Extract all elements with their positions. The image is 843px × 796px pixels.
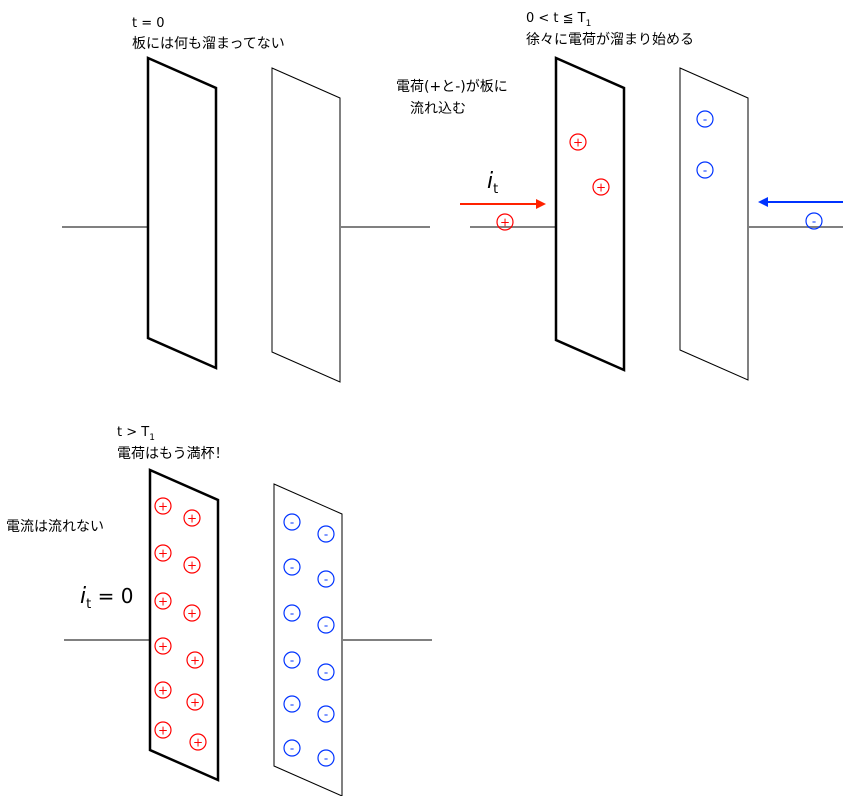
positive-charge: + — [186, 651, 204, 669]
negative-charge: - — [283, 695, 301, 713]
svg-text:+: + — [158, 547, 168, 561]
negative-charge: - — [317, 570, 335, 588]
svg-text:-: - — [812, 215, 816, 229]
svg-text:+: + — [158, 724, 168, 738]
svg-text:-: - — [324, 708, 328, 722]
positive-charge: + — [189, 733, 207, 751]
negative-charge: - — [696, 110, 714, 128]
svg-text:+: + — [187, 512, 197, 526]
panel2-condition: 0 < t ≦ T1 — [526, 11, 591, 29]
negative-charge: - — [317, 525, 335, 543]
svg-text:-: - — [324, 528, 328, 542]
negative-charge: - — [317, 616, 335, 634]
panel2-note-line2: 流れ込む — [410, 101, 466, 117]
panel3-condition: t > T1 — [117, 425, 155, 443]
svg-text:-: - — [290, 607, 294, 621]
svg-text:+: + — [193, 736, 203, 750]
left-plate — [146, 56, 218, 370]
positive-charge: + — [496, 213, 514, 231]
svg-text:-: - — [324, 666, 328, 680]
positive-charge: + — [154, 592, 172, 610]
positive-charge: + — [186, 693, 204, 711]
panel2-charges: + + + - - - — [496, 110, 823, 231]
svg-text:-: - — [324, 573, 328, 587]
svg-text:-: - — [290, 654, 294, 668]
svg-text:-: - — [290, 561, 294, 575]
svg-text:-: - — [703, 113, 707, 127]
panel3-description: 電荷はもう満杯！ — [117, 446, 229, 462]
svg-text:+: + — [158, 684, 168, 698]
svg-text:+: + — [158, 595, 168, 609]
svg-text:-: - — [290, 698, 294, 712]
svg-text:+: + — [187, 607, 197, 621]
panel2-description: 徐々に電荷が溜まり始める — [526, 32, 694, 48]
positive-current-arrowhead — [536, 199, 546, 209]
positive-charge: + — [569, 133, 587, 151]
negative-current-arrowhead — [758, 197, 768, 207]
panel1-condition: t = 0 — [132, 16, 165, 31]
panel3-current-label: it = 0 — [80, 584, 133, 612]
positive-charge: + — [154, 544, 172, 562]
svg-text:+: + — [187, 559, 197, 573]
negative-charge: - — [283, 604, 301, 622]
negative-charge: - — [805, 212, 823, 230]
panel3-note: 電流は流れない — [6, 519, 104, 535]
negative-charge: - — [317, 663, 335, 681]
left-plate — [148, 468, 220, 782]
svg-text:-: - — [290, 516, 294, 530]
negative-charge: - — [317, 705, 335, 723]
svg-text:-: - — [703, 164, 707, 178]
panel-full: t > T1 電荷はもう満杯！ 電流は流れない it = 0 +++++++++… — [6, 425, 432, 796]
panel2-current-label: it — [487, 169, 498, 197]
left-plate — [554, 56, 626, 372]
positive-charge: + — [154, 637, 172, 655]
panel1-description: 板には何も溜まってない — [132, 36, 285, 52]
right-plate — [679, 67, 749, 381]
panel2-note-line1: 電荷(+と-)が板に — [396, 79, 508, 95]
svg-text:+: + — [158, 640, 168, 654]
svg-text:+: + — [573, 136, 583, 150]
svg-text:-: - — [324, 619, 328, 633]
svg-text:+: + — [190, 654, 200, 668]
svg-text:+: + — [158, 500, 168, 514]
negative-charge: - — [283, 651, 301, 669]
negative-charge: - — [317, 749, 335, 767]
panel-t0: t = 0 板には何も溜まってない — [62, 16, 430, 383]
positive-charge: + — [154, 681, 172, 699]
svg-text:-: - — [290, 742, 294, 756]
positive-charge: + — [183, 556, 201, 574]
svg-text:+: + — [190, 696, 200, 710]
negative-charge: - — [283, 513, 301, 531]
positive-charge: + — [154, 497, 172, 515]
svg-text:+: + — [500, 216, 510, 230]
positive-charge: + — [183, 604, 201, 622]
right-plate — [271, 67, 341, 383]
positive-charge: + — [183, 509, 201, 527]
negative-charge: - — [283, 558, 301, 576]
right-plate — [273, 483, 343, 796]
positive-charge: + — [154, 721, 172, 739]
panel-charging: 0 < t ≦ T1 徐々に電荷が溜まり始める 電荷(+と-)が板に 流れ込む … — [396, 11, 843, 381]
negative-charge: - — [696, 161, 714, 179]
svg-text:+: + — [596, 181, 606, 195]
negative-charge: - — [283, 739, 301, 757]
panel3-charges: + + + + + + + + + + + + - - - - - - - - - - - - — [154, 497, 335, 767]
positive-charge: + — [592, 178, 610, 196]
svg-text:-: - — [324, 752, 328, 766]
